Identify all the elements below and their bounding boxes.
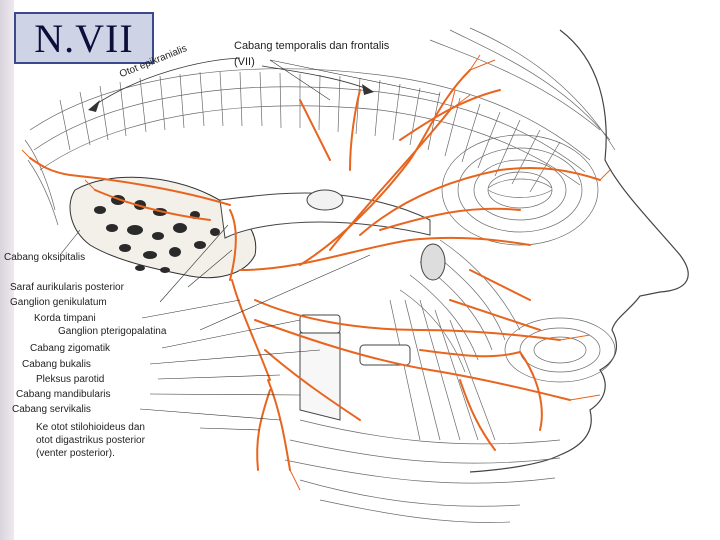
label-oksipitalis: Cabang oksipitalis	[4, 252, 85, 264]
label-stilohioideus-2: otot digastrikus posterior	[36, 435, 145, 447]
label-servikalis: Cabang servikalis	[12, 404, 91, 416]
label-aurikularis: Saraf aurikularis posterior	[10, 282, 124, 294]
skull-base	[220, 190, 445, 420]
arrow-head-left	[88, 100, 100, 112]
arrow-head-right	[362, 84, 374, 95]
face-profile	[470, 30, 688, 472]
label-korda: Korda timpani	[34, 313, 96, 325]
label-bukalis: Cabang bukalis	[22, 359, 91, 371]
label-mandibularis: Cabang mandibularis	[16, 389, 111, 401]
nerve-title-box: N.VII	[14, 12, 154, 64]
label-pterigopalatina: Ganglion pterigopalatina	[58, 326, 166, 338]
label-temporal-frontal: Cabang temporalis dan frontalis	[234, 40, 389, 52]
label-parotid: Pleksus parotid	[36, 374, 104, 386]
label-stilohioideus-3: (venter posterior).	[36, 448, 115, 460]
label-zigomatik: Cabang zigomatik	[30, 343, 110, 355]
label-vii: (VII)	[234, 56, 255, 68]
label-genikulatum: Ganglion genikulatum	[10, 297, 107, 309]
label-stilohioideus-1: Ke otot stilohioideus dan	[36, 422, 145, 434]
